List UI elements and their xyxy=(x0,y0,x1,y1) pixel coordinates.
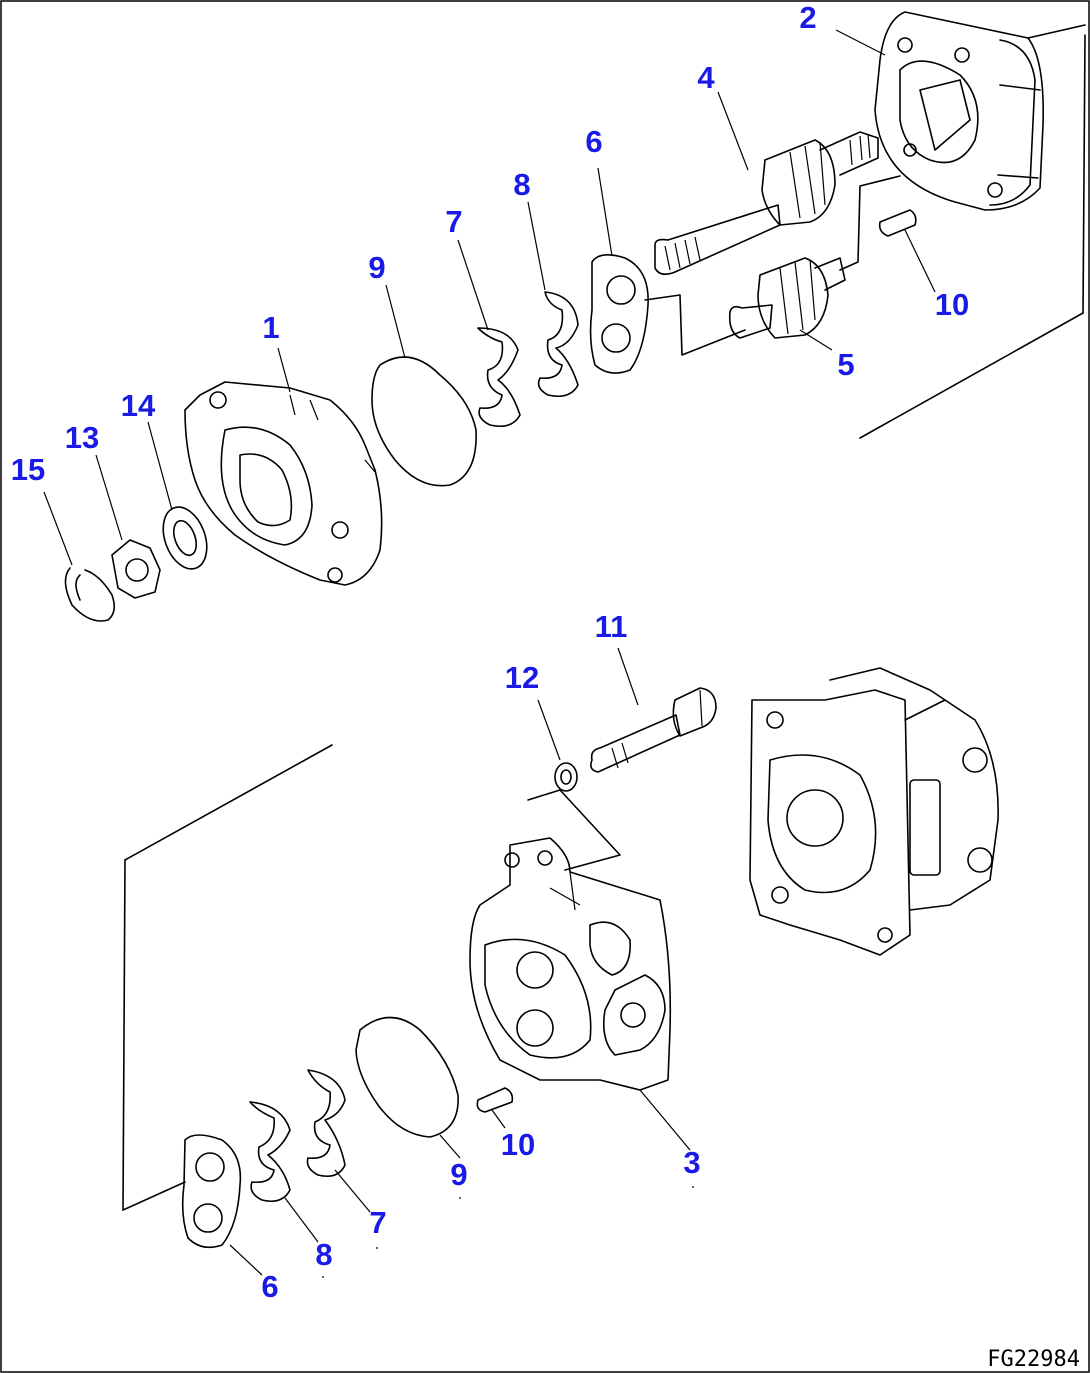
part-1-cover xyxy=(184,381,383,586)
callout-labels: 2 4 6 8 7 9 1 14 13 15 10 5 11 12 10 3 9… xyxy=(11,0,969,1304)
callout-14: 14 xyxy=(121,388,156,423)
part-6-bushing-top xyxy=(589,254,649,374)
callout-7-bottom: 7 xyxy=(369,1205,386,1240)
callout-9-bottom: 9 xyxy=(450,1157,467,1192)
callout-10-bottom: 10 xyxy=(501,1127,535,1162)
part-5-driven-gear xyxy=(728,257,846,339)
part-7-seal-top xyxy=(477,327,521,428)
callout-12: 12 xyxy=(505,660,539,695)
part-10-dowel-pin-top xyxy=(878,209,917,237)
assembled-pump xyxy=(749,667,999,956)
part-12-washer xyxy=(554,762,578,792)
part-3-housing xyxy=(469,837,672,1091)
part-8-seal-top xyxy=(537,291,579,398)
callout-6-bottom: 6 xyxy=(261,1269,278,1304)
part-2-gear-case xyxy=(874,11,1045,211)
callout-dots xyxy=(322,1186,694,1278)
callout-5: 5 xyxy=(837,347,854,382)
part-13-nut xyxy=(111,539,161,599)
callout-10-top: 10 xyxy=(935,287,969,322)
top-assembly-lines xyxy=(644,24,1086,439)
callout-4: 4 xyxy=(697,60,715,95)
part-7-seal-bottom xyxy=(306,1069,346,1178)
bottom-assembly-lines xyxy=(122,744,621,1211)
figure-code: FG22984 xyxy=(987,1347,1080,1372)
part-15-snap-ring xyxy=(64,567,116,622)
callout-7-top: 7 xyxy=(445,204,462,239)
part-4-drive-shaft xyxy=(654,131,879,276)
callout-13: 13 xyxy=(65,420,99,455)
part-11-bolt xyxy=(590,687,717,773)
callout-6-top: 6 xyxy=(585,124,602,159)
leader-lines xyxy=(43,29,936,1276)
part-6-bushing-bottom xyxy=(181,1134,242,1249)
callout-8-top: 8 xyxy=(513,167,530,202)
callout-8-bottom: 8 xyxy=(315,1237,332,1272)
callout-15: 15 xyxy=(11,452,45,487)
part-9-gasket-top xyxy=(371,356,477,487)
part-8-seal-bottom xyxy=(249,1101,291,1203)
callout-3: 3 xyxy=(683,1145,700,1180)
part-10-dowel-pin-bottom xyxy=(476,1087,514,1113)
callout-1: 1 xyxy=(262,310,279,345)
callout-11: 11 xyxy=(595,609,628,644)
part-9-gasket-bottom xyxy=(355,1016,459,1138)
callout-2: 2 xyxy=(799,0,816,35)
part-14-washer xyxy=(162,506,208,570)
callout-9-top: 9 xyxy=(368,250,385,285)
